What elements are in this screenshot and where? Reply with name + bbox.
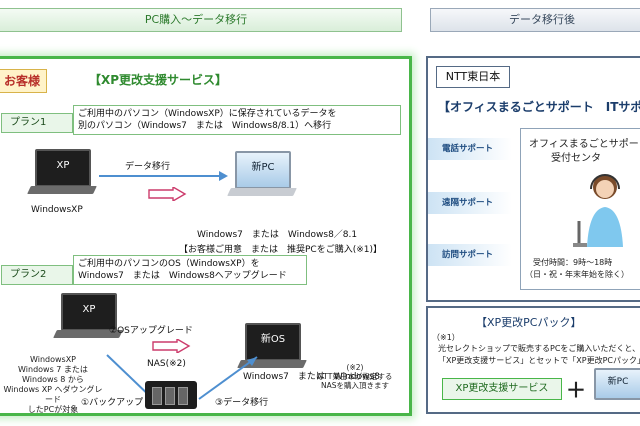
plan2-upgrade-arrow-icon	[152, 339, 191, 353]
support-center-box: オフィスまるごとサポー 受付センタ 受付時間：9時～18時 （日・祝・年末年始を…	[520, 128, 640, 290]
pc-pack-note-2: 「XP更改支援サービス」とセットで「XP更改PCパック」を	[438, 356, 640, 365]
customer-label: お客様	[0, 69, 47, 93]
laptop-keyboard	[227, 188, 297, 196]
xp-pc-pack-panel: 【XP更改PCパック】 （※1） 光セレクトショップで販売するPCをご購入いただ…	[426, 306, 640, 414]
pc-pack-title: 【XP更改PCパック】	[476, 316, 582, 329]
header-pc-purchase-label: PC購入～データ移行	[144, 13, 248, 26]
nas-note-3: NASを購入頂きます	[320, 381, 389, 390]
hours-line-2: （日・祝・年末年始を除く）	[525, 270, 629, 279]
center-title-1: オフィスまるごとサポー	[529, 139, 639, 150]
header-pc-purchase: PC購入～データ移行	[0, 8, 402, 32]
migration-label: ③データ移行	[215, 398, 269, 408]
plan1-label: プラン1	[1, 113, 73, 133]
nas-note: (※2) NTT東日本が指定する NASを購入頂きます	[307, 363, 403, 390]
plan1-migration-label: データ移行	[125, 162, 171, 172]
ntt-east-label: NTT東日本	[436, 66, 510, 88]
plan1-arrow-icon	[99, 171, 228, 181]
visit-support-pill: 訪問サポート	[428, 244, 512, 266]
laptop-keyboard	[27, 186, 97, 194]
plan2-left-note-2: Windows 7 またはWindows 8 から	[18, 365, 88, 384]
plan2-desc-line1: ご利用中のパソコンのOS（WindowsXP）を	[78, 259, 260, 269]
plan2-upgrade-label: ②OSアップグレード	[109, 326, 193, 336]
plan2-label: プラン2	[1, 265, 73, 285]
nas-note-1: (※2)	[346, 363, 364, 372]
backup-label: ①バックアップ	[81, 398, 144, 408]
office-support-title: 【オフィスまるごとサポート ITサポー	[438, 100, 640, 114]
xp-support-service-badge: XP更改支援サービス	[442, 378, 562, 400]
plan1-desc-line2: 別のパソコン（Windows7 または Windows8/8.1）へ移行	[78, 121, 332, 131]
plan2-left-note-1: WindowsXP	[29, 355, 76, 364]
plus-icon: ＋	[566, 378, 586, 402]
remote-support-pill: 遠隔サポート	[428, 192, 512, 214]
center-title-2: 受付センタ	[551, 153, 601, 164]
pc-pack-note-1: 光セレクトショップで販売するPCをご購入いただくと、	[438, 344, 640, 353]
plan2-description: ご利用中のパソコンのOS（WindowsXP）を Windows7 または Wi…	[73, 255, 307, 285]
header-after-migration-label: データ移行後	[509, 13, 575, 26]
ntt-support-panel: NTT東日本 【オフィスまるごとサポート ITサポー 電話サポート 遠隔サポート…	[426, 56, 640, 302]
plan2-left-note-3: Windows XP へダウングレード	[3, 385, 103, 404]
hours-line-1: 受付時間：9時～18時	[533, 258, 613, 267]
plan1-note: 【お客様ご用意 または 推奨PCをご購入(※1)】	[179, 245, 383, 255]
plan2-xp-screen: XP	[61, 293, 117, 331]
header-after-migration: データ移行後	[430, 8, 640, 32]
nas-bay	[152, 387, 162, 405]
nas-label: NAS(※2)	[147, 359, 186, 369]
plan1-hollow-arrow-icon	[148, 187, 187, 201]
phone-support-pill: 電話サポート	[428, 138, 512, 160]
plan2-desc-line2: Windows7 または Windows8へアップグレード	[78, 271, 287, 281]
plan1-desc-line1: ご利用中のパソコン（WindowsXP）に保存されているデータを	[78, 109, 337, 119]
customer-panel: お客様 【XP更改支援サービス】 プラン1 ご利用中のパソコン（WindowsX…	[0, 56, 412, 416]
nas-bay	[178, 387, 188, 405]
plan2-new-os-caption: Windows7 または Windows8	[243, 372, 380, 382]
plan1-new-caption: Windows7 または Windows8／8.1	[197, 230, 358, 240]
operator-headset-icon	[573, 174, 623, 247]
plan2-left-note-4: したPCが対象	[27, 405, 79, 414]
nas-bay	[165, 387, 175, 405]
nas-device-icon	[145, 381, 197, 409]
xp-laptop-caption: WindowsXP	[31, 205, 83, 215]
new-pc-screen: 新PC	[235, 151, 291, 189]
plan2-left-note: WindowsXP Windows 7 またはWindows 8 から Wind…	[1, 355, 105, 415]
pc-pack-note-mark: （※1）	[432, 333, 460, 342]
pack-pc-screen: 新PC	[594, 368, 640, 400]
xp-screen: XP	[35, 149, 91, 187]
xp-support-service-title: 【XP更改支援サービス】	[89, 73, 228, 87]
plan1-description: ご利用中のパソコン（WindowsXP）に保存されているデータを 別のパソコン（…	[73, 105, 401, 135]
nas-note-2: NTT東日本が指定する	[317, 372, 393, 381]
